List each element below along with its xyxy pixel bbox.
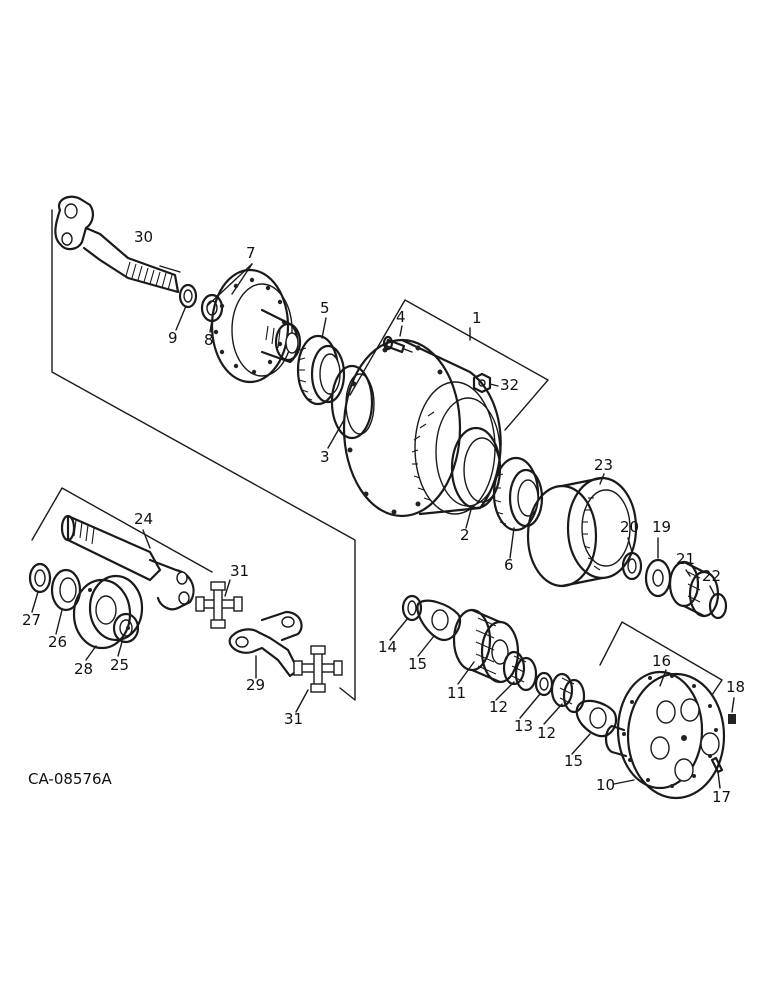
drive-shaft-24 xyxy=(60,514,195,611)
flange-28 xyxy=(72,574,144,650)
ring-14 xyxy=(401,594,423,622)
callout-4: 4 xyxy=(396,308,406,326)
u-joint-cross-31-lower xyxy=(293,645,343,693)
planet-gear-11 xyxy=(452,608,520,684)
callout-29: 29 xyxy=(246,676,265,694)
callout-24: 24 xyxy=(134,510,153,528)
callout-12a: 12 xyxy=(489,698,508,716)
callout-5: 5 xyxy=(320,299,330,317)
callout-20: 20 xyxy=(620,518,639,536)
callout-12b: 12 xyxy=(537,724,556,742)
bearing-cone-5 xyxy=(296,334,346,406)
spacer-13 xyxy=(534,671,554,697)
callout-1: 1 xyxy=(472,309,482,327)
callout-7: 7 xyxy=(246,244,256,262)
callout-19: 19 xyxy=(652,518,671,536)
plug-18 xyxy=(728,714,736,724)
thrust-washer-15-upper xyxy=(416,599,462,642)
thrust-washer-19 xyxy=(644,558,672,598)
seal-25 xyxy=(112,612,140,644)
callout-leaders xyxy=(31,305,735,789)
callout-13: 13 xyxy=(514,717,533,735)
callout-14: 14 xyxy=(378,638,397,656)
callout-11: 11 xyxy=(447,684,466,702)
callout-6: 6 xyxy=(504,556,514,574)
group-bracket-lines xyxy=(31,209,723,701)
callout-9: 9 xyxy=(168,329,178,347)
callout-15a: 15 xyxy=(408,655,427,673)
callout-31b: 31 xyxy=(284,710,303,728)
ring-gear-23 xyxy=(526,476,638,588)
planet-carrier-16 xyxy=(604,670,726,800)
callout-2: 2 xyxy=(460,526,470,544)
bolt-4 xyxy=(382,335,413,354)
callout-28: 28 xyxy=(74,660,93,678)
callout-16: 16 xyxy=(652,652,671,670)
callout-27: 27 xyxy=(22,611,41,629)
callout-31a: 31 xyxy=(230,562,249,580)
callout-18: 18 xyxy=(726,678,745,696)
callout-22: 22 xyxy=(702,567,721,585)
callout-17: 17 xyxy=(712,788,731,806)
bearing-cup-3 xyxy=(330,364,375,440)
callout-10: 10 xyxy=(596,776,615,794)
seal-26 xyxy=(50,568,82,612)
needle-bearing-12-second xyxy=(550,672,586,714)
center-yoke-29 xyxy=(228,610,303,678)
callout-32: 32 xyxy=(500,376,519,394)
callout-25: 25 xyxy=(110,656,129,674)
seal-27 xyxy=(28,562,52,594)
washer-9 xyxy=(178,283,198,309)
callout-26: 26 xyxy=(48,633,67,651)
needle-bearing-12-first xyxy=(502,650,538,692)
callout-21: 21 xyxy=(676,550,695,568)
washer-20 xyxy=(621,551,643,581)
axle-shaft-30 xyxy=(54,195,180,294)
bearing-cone-6 xyxy=(492,456,544,532)
nut-32 xyxy=(472,372,492,394)
callout-3: 3 xyxy=(320,448,330,466)
u-joint-cross-31-upper xyxy=(195,581,243,629)
callout-8: 8 xyxy=(204,331,214,349)
callout-23: 23 xyxy=(594,456,613,474)
drawing-code: CA-08576A xyxy=(28,770,113,788)
callout-15b: 15 xyxy=(564,752,583,770)
callout-30: 30 xyxy=(134,228,153,246)
spindle-flange-7 xyxy=(210,268,302,384)
thrust-washer-15-lower xyxy=(575,699,618,738)
snap-ring-22 xyxy=(708,592,728,620)
callout-labels: 1 2 3 4 5 6 7 8 9 10 11 12 12 13 14 15 1… xyxy=(22,228,745,806)
